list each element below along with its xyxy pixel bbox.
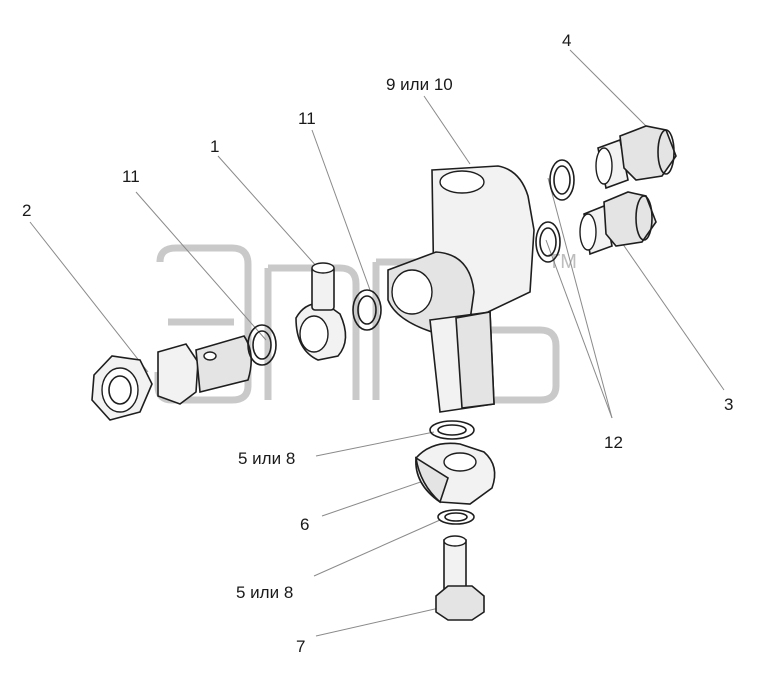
watermark-tm: TM bbox=[548, 251, 577, 273]
washer-part-12-lower bbox=[535, 221, 561, 263]
union-nut-part-2 bbox=[91, 355, 153, 421]
washer-part-5-or-8-upper bbox=[429, 420, 475, 440]
banjo-eye-part-6 bbox=[414, 442, 496, 505]
fitting-part-3 bbox=[579, 191, 657, 256]
tee-body-part-9-or-10 bbox=[387, 165, 535, 413]
callout-5-or-8-lower: 5 или 8 bbox=[236, 583, 293, 602]
callout-6: 6 bbox=[300, 515, 309, 534]
callout-labels: 2 11 1 11 9 или 10 4 3 12 5 или 8 6 5 ил… bbox=[22, 31, 733, 656]
callout-3: 3 bbox=[724, 395, 733, 414]
washer-part-5-or-8-lower bbox=[437, 509, 475, 525]
callout-2: 2 bbox=[22, 201, 31, 220]
washer-part-11-left bbox=[247, 324, 277, 366]
fitting-part-4 bbox=[595, 125, 677, 190]
union-body bbox=[157, 335, 252, 405]
callout-11-left: 11 bbox=[122, 167, 140, 186]
callout-9-or-10: 9 или 10 bbox=[386, 75, 453, 94]
washer-part-12-upper bbox=[549, 159, 575, 201]
callout-1: 1 bbox=[210, 137, 219, 156]
callout-4: 4 bbox=[562, 31, 571, 50]
leader-lines bbox=[29, 49, 725, 637]
callout-11-right: 11 bbox=[298, 109, 316, 128]
callout-7: 7 bbox=[296, 637, 305, 656]
callout-12: 12 bbox=[604, 433, 623, 452]
callout-5-or-8-upper: 5 или 8 bbox=[238, 449, 295, 468]
washer-part-11-right bbox=[352, 289, 382, 331]
banjo-fitting-part-1 bbox=[295, 262, 347, 361]
banjo-bolt-part-7 bbox=[435, 535, 485, 621]
